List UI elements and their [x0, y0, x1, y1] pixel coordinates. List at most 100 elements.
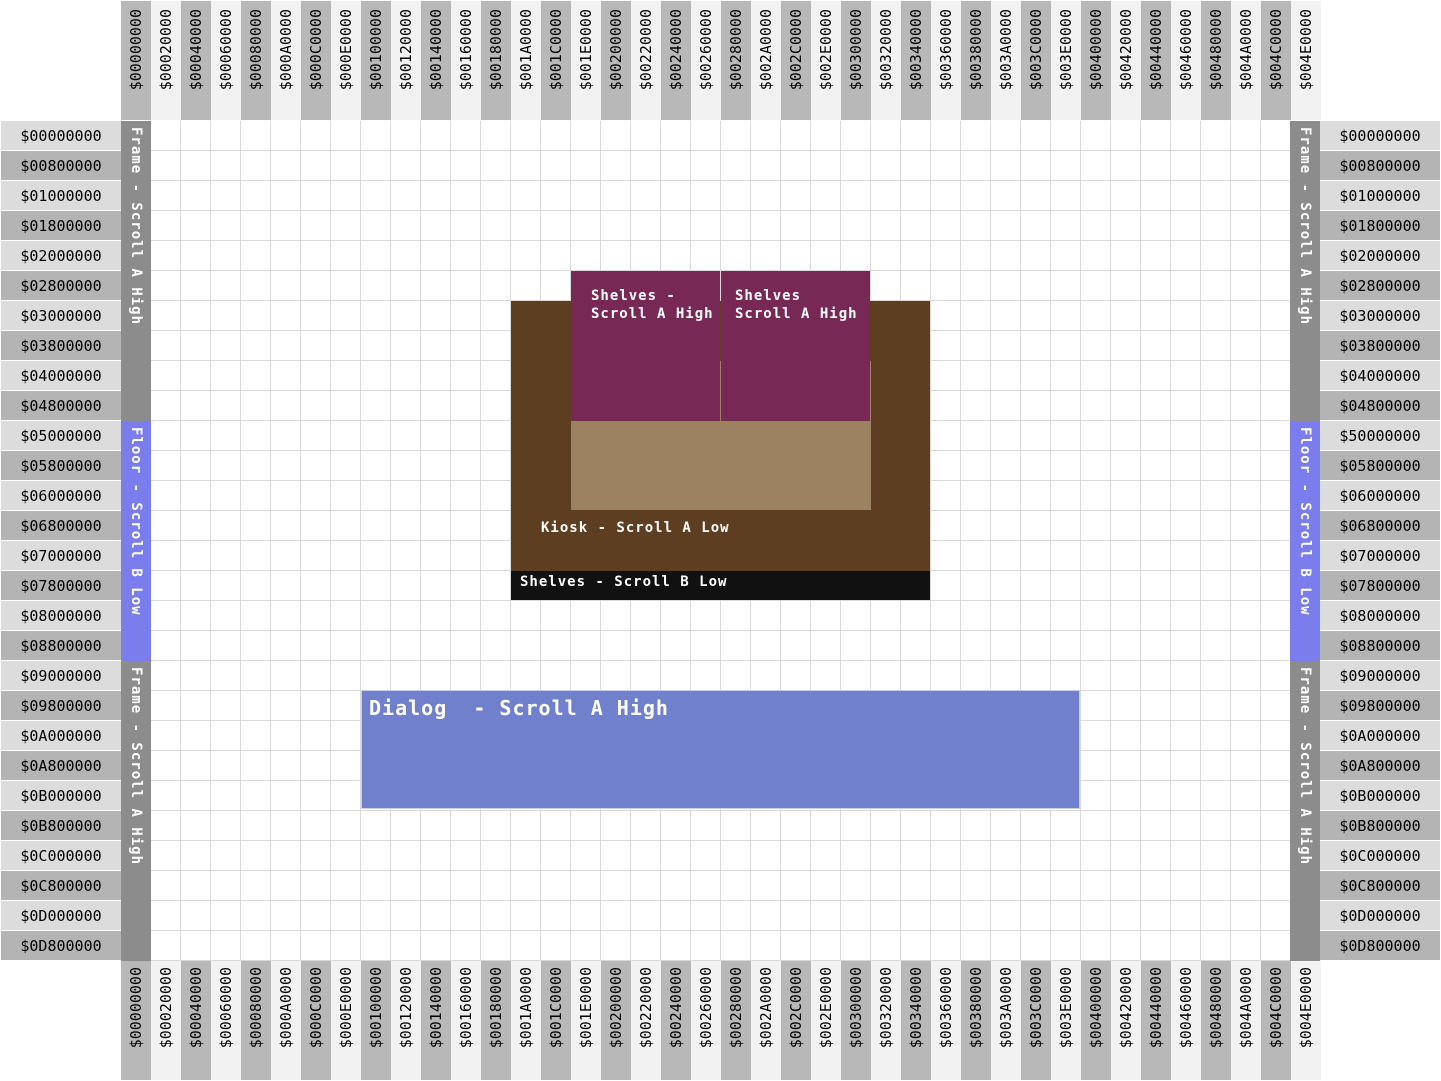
grid-cell [1081, 511, 1111, 541]
row-label-right: $0C800000 [1320, 871, 1440, 901]
grid-cell [1171, 421, 1201, 451]
column-label: $00160000 [451, 1, 481, 120]
grid-cell [301, 241, 331, 271]
grid-cell [241, 391, 271, 421]
grid-cell [1141, 181, 1171, 211]
grid-cell [271, 181, 301, 211]
grid-cell [991, 661, 1021, 691]
grid-cell [1021, 841, 1051, 871]
row-label-right: $50000000 [1320, 421, 1440, 451]
grid-cell [451, 181, 481, 211]
grid-cell [481, 151, 511, 181]
grid-cell [1051, 481, 1081, 511]
row-label-left: $04800000 [1, 391, 121, 421]
grid-cell [241, 211, 271, 241]
grid-cell [991, 331, 1021, 361]
grid-cell [1201, 331, 1231, 361]
grid-cell [361, 841, 391, 871]
grid-cell [1021, 391, 1051, 421]
grid-cell [931, 241, 961, 271]
grid-cell [841, 241, 871, 271]
grid-cell [691, 871, 721, 901]
shelves-a-right-block: Shelves Scroll A High [721, 271, 870, 421]
grid-cell [571, 631, 601, 661]
grid-cell [1231, 211, 1261, 241]
row-label-right: $08800000 [1320, 631, 1440, 661]
column-label: $00420000 [1111, 961, 1141, 1080]
grid-cell [961, 631, 991, 661]
grid-cell [991, 271, 1021, 301]
grid-cell [1111, 331, 1141, 361]
grid-cell [451, 901, 481, 931]
grid-cell [271, 781, 301, 811]
grid-cell [991, 511, 1021, 541]
grid-cell [181, 541, 211, 571]
grid-cell [1021, 541, 1051, 571]
grid-cell [1171, 361, 1201, 391]
grid-cell [481, 391, 511, 421]
grid-cell [1231, 781, 1261, 811]
grid-cell [691, 841, 721, 871]
grid-cell [481, 631, 511, 661]
grid-cell [1141, 751, 1171, 781]
frame-band: Frame - Scroll A High [121, 121, 151, 421]
column-label: $003C0000 [1021, 1, 1051, 120]
grid-cell [301, 181, 331, 211]
grid-cell [961, 931, 991, 961]
grid-cell [1261, 781, 1291, 811]
grid-cell [751, 151, 781, 181]
row-label-left: $08000000 [1, 601, 121, 631]
grid-cell [451, 331, 481, 361]
grid-cell [931, 391, 961, 421]
grid-cell [1051, 451, 1081, 481]
grid-cell [241, 691, 271, 721]
column-label: $004C0000 [1261, 1, 1291, 120]
grid-cell [691, 901, 721, 931]
grid-cell [571, 661, 601, 691]
grid-cell [541, 631, 571, 661]
grid-cell [991, 121, 1021, 151]
grid-cell [301, 301, 331, 331]
grid-cell [1201, 841, 1231, 871]
grid-cell [241, 331, 271, 361]
grid-cell [1231, 631, 1261, 661]
grid-cell [1111, 571, 1141, 601]
grid-cell [1111, 631, 1141, 661]
grid-cell [841, 121, 871, 151]
grid-cell [301, 781, 331, 811]
column-label: $00420000 [1111, 1, 1141, 120]
grid-cell [391, 451, 421, 481]
grid-cell [991, 901, 1021, 931]
grid-cell [331, 571, 361, 601]
grid-cell [901, 181, 931, 211]
grid-cell [451, 481, 481, 511]
grid-cell [1111, 901, 1141, 931]
grid-cell [331, 901, 361, 931]
grid-cell [391, 571, 421, 601]
column-label: $001E0000 [571, 961, 601, 1080]
grid-cell [391, 601, 421, 631]
grid-cell [331, 541, 361, 571]
grid-cell [331, 511, 361, 541]
row-label-right: $07000000 [1320, 541, 1440, 571]
grid-cell [1051, 601, 1081, 631]
grid-cell [991, 301, 1021, 331]
grid-cell [481, 661, 511, 691]
grid-cell [331, 781, 361, 811]
column-label-text: $00240000 [667, 967, 685, 1049]
grid-cell [841, 151, 871, 181]
grid-cell [1051, 871, 1081, 901]
grid-cell [181, 901, 211, 931]
grid-cell [1051, 901, 1081, 931]
grid-cell [1021, 121, 1051, 151]
grid-cell [1081, 571, 1111, 601]
grid-cell [601, 811, 631, 841]
column-label: $00200000 [601, 1, 631, 120]
grid-cell [211, 211, 241, 241]
grid-cell [481, 331, 511, 361]
grid-cell [361, 211, 391, 241]
column-label-text: $001C0000 [547, 967, 565, 1049]
grid-cell [301, 271, 331, 301]
grid-cell [961, 361, 991, 391]
grid-cell [1081, 391, 1111, 421]
